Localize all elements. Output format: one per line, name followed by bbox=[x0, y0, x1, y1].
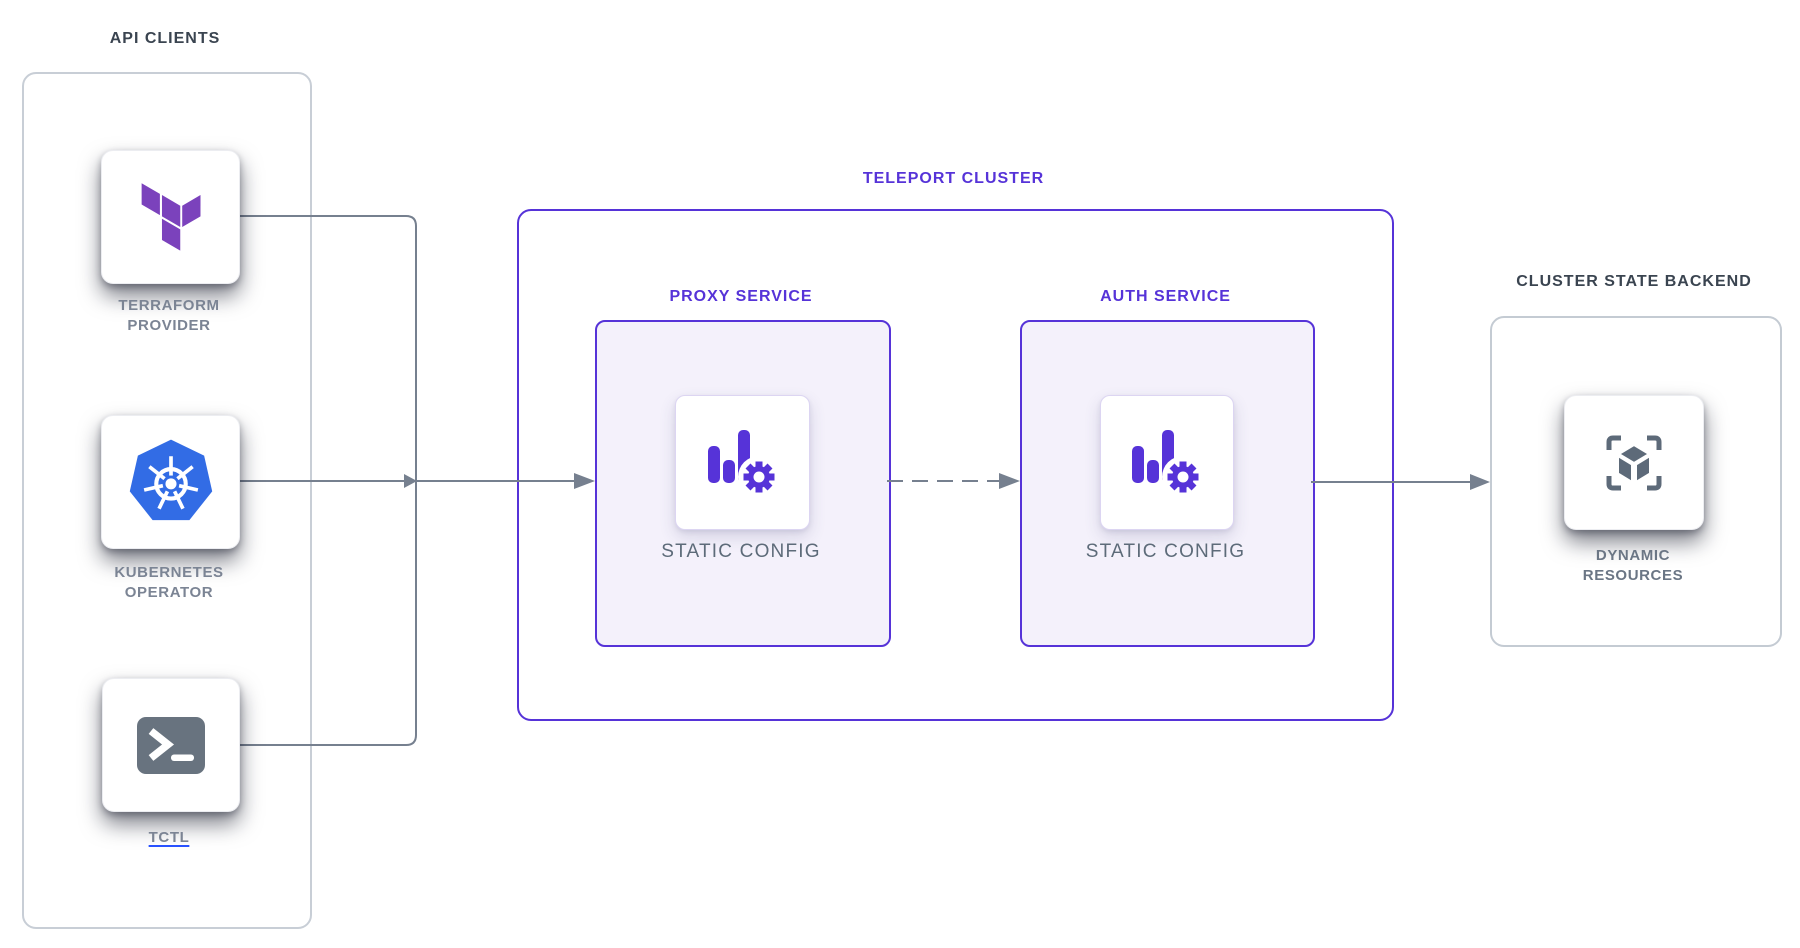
label-line: OPERATOR bbox=[124, 584, 214, 601]
terraform-provider-card bbox=[101, 150, 240, 284]
dynamic-resources-card bbox=[1564, 395, 1704, 530]
dynamic-resources-label: DYNAMIC RESOURCES bbox=[1533, 546, 1733, 586]
label-line: DYNAMIC bbox=[1595, 547, 1671, 564]
label-line: KUBERNETES bbox=[114, 564, 224, 581]
kubernetes-operator-label: KUBERNETES OPERATOR bbox=[69, 563, 269, 603]
label-line: RESOURCES bbox=[1582, 567, 1684, 584]
teleport-cluster-title: TELEPORT CLUSTER bbox=[862, 170, 1045, 187]
proxy-static-config-label: STATIC CONFIG bbox=[661, 541, 821, 562]
config-gear-icon bbox=[1132, 429, 1202, 496]
kubernetes-icon bbox=[129, 439, 212, 521]
terraform-icon bbox=[141, 183, 200, 251]
proxy-service-title: PROXY SERVICE bbox=[669, 288, 813, 305]
tctl-link[interactable]: TCTL bbox=[148, 829, 190, 846]
tctl-card bbox=[102, 678, 240, 812]
auth-service-title: AUTH SERVICE bbox=[1100, 288, 1231, 305]
label-line: TERRAFORM bbox=[118, 297, 220, 314]
teleport-cluster-box bbox=[517, 209, 1394, 721]
auth-static-config-label: STATIC CONFIG bbox=[1085, 541, 1246, 562]
config-gear-icon bbox=[707, 429, 778, 496]
terminal-icon bbox=[137, 716, 205, 774]
cluster-state-backend-box bbox=[1490, 316, 1782, 647]
merge-junction-arrowhead bbox=[404, 474, 417, 488]
cube-brackets-icon bbox=[1606, 435, 1662, 490]
proxy-static-config-card bbox=[675, 395, 810, 530]
label-line: PROVIDER bbox=[127, 317, 211, 334]
tctl-label: TCTL bbox=[69, 828, 269, 848]
kubernetes-operator-card bbox=[101, 415, 240, 549]
api-clients-title: API CLIENTS bbox=[109, 30, 221, 47]
auth-static-config-card bbox=[1100, 395, 1234, 530]
backend-arrowhead bbox=[1470, 474, 1490, 490]
terraform-provider-label: TERRAFORM PROVIDER bbox=[69, 296, 269, 336]
cluster-state-backend-title: CLUSTER STATE BACKEND bbox=[1516, 273, 1752, 290]
